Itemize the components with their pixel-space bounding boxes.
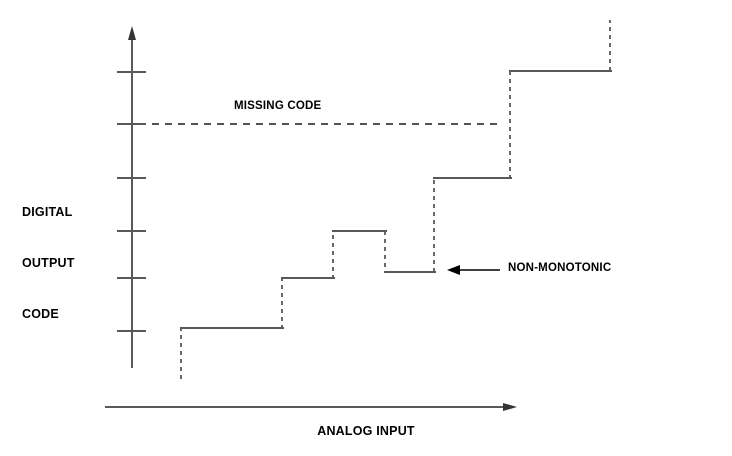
y-axis-title-line-3: CODE — [22, 307, 59, 321]
x-axis-title: ANALOG INPUT — [317, 424, 415, 438]
staircase-treads — [180, 70, 612, 329]
y-axis-ticks — [117, 71, 146, 332]
y-axis-title-line-2: OUTPUT — [22, 256, 75, 270]
y-axis-title-line-1: DIGITAL — [22, 205, 73, 219]
x-axis-arrowhead — [503, 403, 517, 411]
missing-code-label: MISSING CODE — [234, 100, 322, 112]
non-monotonic-arrow — [447, 265, 500, 275]
non-monotonic-label: NON-MONOTONIC — [508, 262, 612, 274]
y-axis-arrowhead — [128, 26, 136, 40]
staircase-risers — [180, 20, 611, 379]
y-axis-title: DIGITAL OUTPUT CODE — [22, 170, 75, 357]
